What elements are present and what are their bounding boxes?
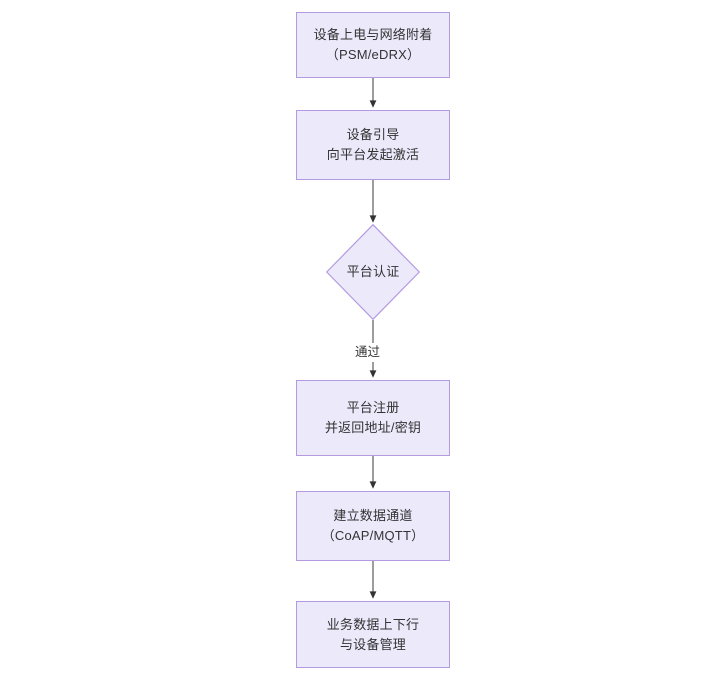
edge-label-pass: 通过 — [352, 343, 384, 362]
node-platform-auth-decision[interactable]: 平台认证 — [326, 224, 420, 320]
node-label: 平台认证 — [346, 264, 400, 279]
node-device-power-on[interactable]: 设备上电与网络附着 （PSM/eDRX） — [296, 12, 450, 78]
node-label: 设备上电与网络附着 （PSM/eDRX） — [313, 27, 433, 62]
node-label: 平台注册 并返回地址/密钥 — [324, 400, 422, 435]
node-platform-register[interactable]: 平台注册 并返回地址/密钥 — [296, 380, 450, 456]
node-label: 业务数据上下行 与设备管理 — [326, 616, 420, 652]
node-label: 设备引导 向平台发起激活 — [326, 127, 420, 162]
node-label: 建立数据通道 （CoAP/MQTT） — [321, 508, 425, 543]
diamond-shape-icon — [326, 224, 420, 320]
node-device-bootstrap[interactable]: 设备引导 向平台发起激活 — [296, 110, 450, 180]
node-business-data-and-device-management[interactable]: 业务数据上下行 与设备管理 — [296, 601, 450, 668]
node-establish-data-channel[interactable]: 建立数据通道 （CoAP/MQTT） — [296, 491, 450, 561]
